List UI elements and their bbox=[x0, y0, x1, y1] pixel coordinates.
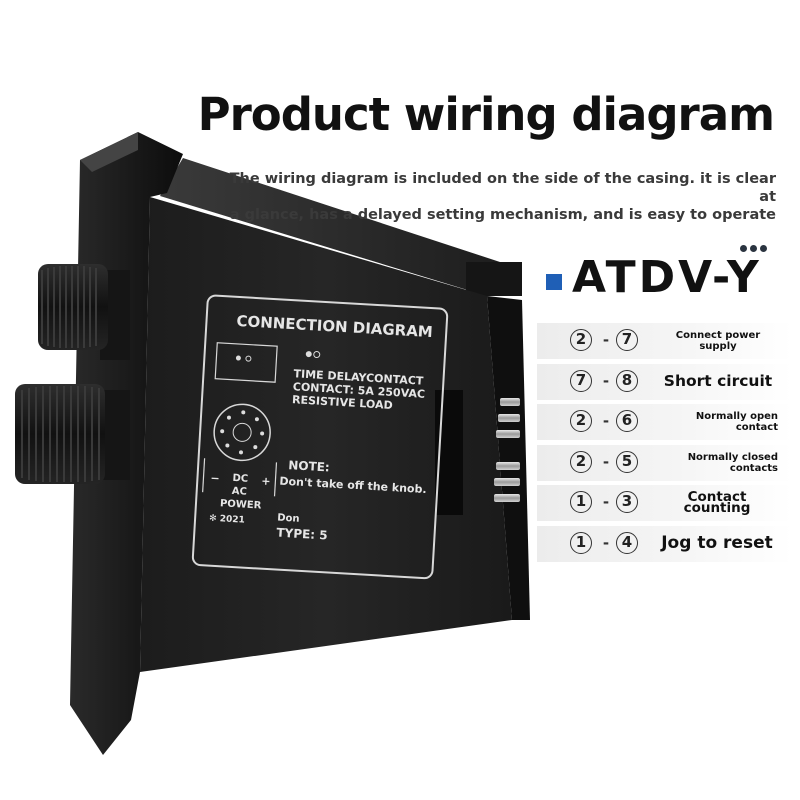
label-power: POWER bbox=[220, 498, 262, 511]
case-body bbox=[140, 197, 512, 672]
legend-row: 2 - 5 Normally closed contacts bbox=[537, 444, 792, 481]
pin-pair: 2 - 5 bbox=[570, 450, 650, 475]
model-accent-square bbox=[546, 274, 562, 290]
legend-row: 1 - 3 Contact counting bbox=[537, 485, 792, 522]
legend-description: Normally closed contacts bbox=[687, 451, 778, 474]
legend-description: Short circuit bbox=[663, 372, 773, 391]
legend-description: Contact counting bbox=[683, 489, 751, 517]
pin-number-badge: 1 bbox=[570, 491, 592, 514]
socket-pin-circle bbox=[213, 403, 271, 462]
subtitle-line-2: a glance, has a delayed setting mechanis… bbox=[229, 207, 776, 223]
subtitle-line-1: The wiring diagram is included on the si… bbox=[229, 171, 776, 205]
pin-number-badge: 4 bbox=[616, 531, 638, 554]
pin-number-badge: 8 bbox=[616, 369, 638, 392]
legend-row: 7 - 8 Short circuit bbox=[537, 363, 792, 400]
legend-row: 1 - 4 Jog to reset bbox=[537, 525, 792, 562]
pin-separator: - bbox=[602, 493, 610, 512]
pin-pair: 1 - 3 bbox=[570, 491, 650, 515]
pin-number-badge: 7 bbox=[616, 329, 638, 351]
lower-knob bbox=[15, 384, 130, 484]
case-back bbox=[487, 296, 530, 620]
label-note-title: NOTE: bbox=[288, 458, 330, 474]
pin-pair: 2 - 6 bbox=[570, 410, 650, 434]
pin-number-badge: 2 bbox=[570, 450, 592, 473]
pin-separator: - bbox=[602, 452, 610, 471]
pin-separator: - bbox=[602, 533, 610, 552]
front-plate-edge bbox=[80, 132, 138, 172]
pin-number-badge: 1 bbox=[570, 531, 592, 554]
legend-row: 2 - 6 Normally open contact bbox=[537, 404, 792, 441]
label-contact-line3: RESISTIVE LOAD bbox=[292, 393, 393, 412]
pin-separator: - bbox=[602, 331, 610, 349]
label-type: TYPE: 5 bbox=[276, 526, 328, 543]
model-name: ATDV-Y bbox=[572, 252, 762, 303]
label-don: Don bbox=[277, 513, 300, 525]
connector-pins bbox=[494, 398, 520, 502]
pin-number-badge: 6 bbox=[616, 410, 638, 433]
case-top-face bbox=[160, 158, 500, 296]
page-subtitle: The wiring diagram is included on the si… bbox=[216, 170, 776, 224]
legend-description: Connect power supply bbox=[675, 330, 761, 352]
legend-row: 2 - 7 Connect power supply bbox=[537, 323, 792, 359]
pin-pair: 1 - 4 bbox=[570, 531, 650, 556]
legend-description: Jog to reset bbox=[661, 533, 773, 554]
pin-number-badge: 2 bbox=[570, 410, 592, 433]
label-minus: − bbox=[210, 472, 220, 486]
pin-number-badge: 3 bbox=[616, 491, 638, 514]
pin-separator: - bbox=[602, 412, 610, 431]
pin-number-badge: 5 bbox=[616, 450, 638, 473]
socket-top-block bbox=[466, 262, 522, 296]
wiring-legend: 2 - 7 Connect power supply 7 - 8 Short c… bbox=[537, 323, 792, 567]
label-plus: + bbox=[261, 475, 271, 489]
pin-number-badge: 7 bbox=[570, 369, 592, 392]
pin-separator: - bbox=[602, 371, 610, 390]
label-year: ✻ 2021 bbox=[209, 514, 245, 526]
pin-number-badge: 2 bbox=[570, 329, 592, 351]
upper-knob bbox=[38, 264, 130, 360]
pin-pair: 7 - 8 bbox=[570, 369, 650, 394]
label-ac: AC bbox=[231, 486, 247, 498]
legend-description: Normally open contact bbox=[695, 411, 778, 434]
more-dots-icon bbox=[740, 237, 770, 256]
pin-pair: 2 - 7 bbox=[570, 329, 650, 353]
label-dc: DC bbox=[232, 473, 248, 485]
page-title: Product wiring diagram bbox=[197, 88, 775, 141]
